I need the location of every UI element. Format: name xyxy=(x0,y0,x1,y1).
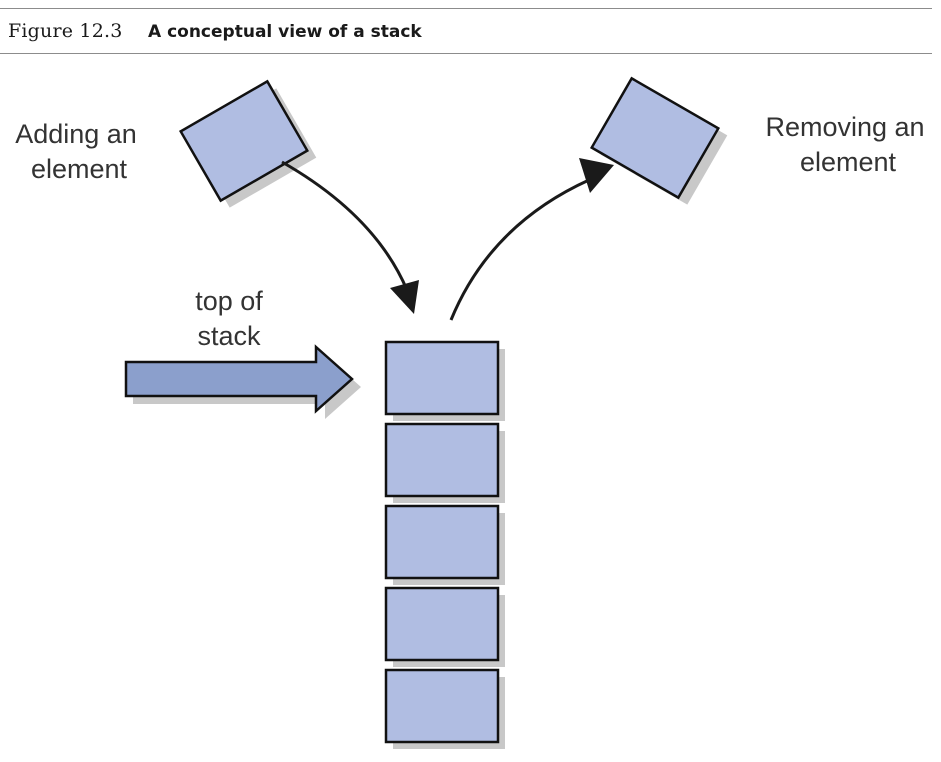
stack-element xyxy=(384,340,505,421)
adding-label-line1: Adding an xyxy=(15,119,137,149)
figure-number: Figure 12.3 xyxy=(8,20,123,42)
figure-title: A conceptual view of a stack xyxy=(148,22,422,42)
stack-element xyxy=(384,668,505,749)
stack xyxy=(384,340,505,749)
top-of-stack-label-line2: stack xyxy=(197,321,261,351)
push-arrow xyxy=(281,160,419,314)
stack-element xyxy=(384,586,505,667)
removing-label-line2: element xyxy=(800,147,897,177)
top-of-stack-label-line1: top of xyxy=(195,286,263,316)
outgoing-element xyxy=(589,76,728,205)
removing-label-line1: Removing an xyxy=(765,112,924,142)
stack-element xyxy=(384,504,505,585)
top-of-stack-arrow xyxy=(124,344,361,419)
incoming-element xyxy=(178,79,317,208)
stack-element xyxy=(384,422,505,503)
pop-arrow xyxy=(449,158,614,321)
figure-caption-bar: Figure 12.3 A conceptual view of a stack xyxy=(0,8,932,54)
adding-label-line2: element xyxy=(31,154,128,184)
